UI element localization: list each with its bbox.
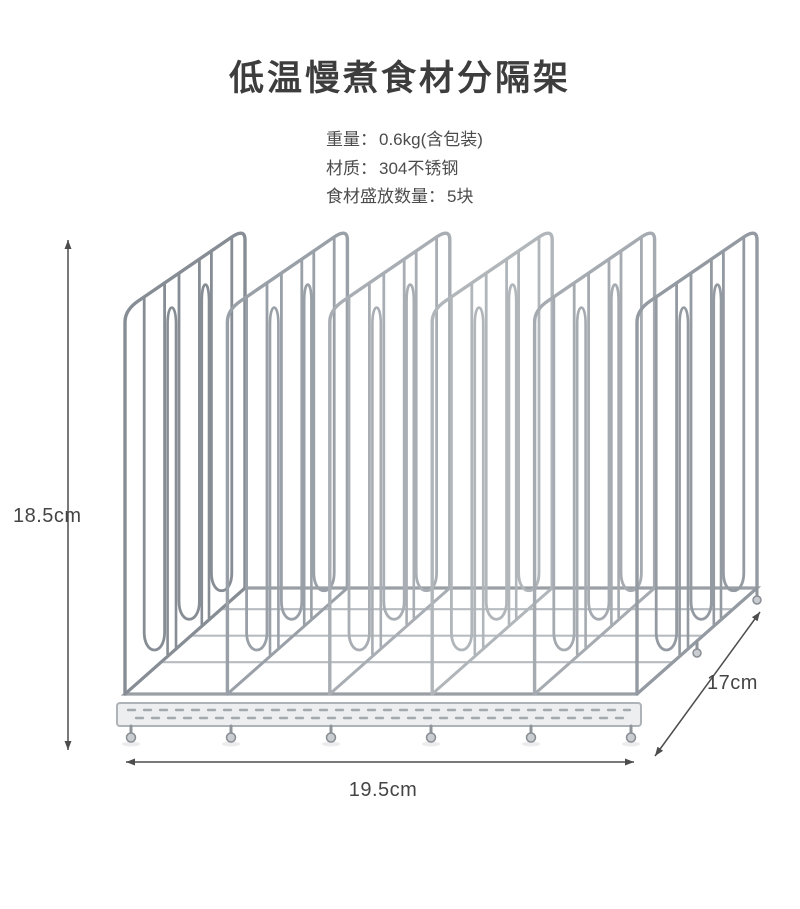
divider-panel — [635, 231, 759, 696]
spec-value-capacity: 5块 — [447, 187, 474, 206]
spec-value-weight: 0.6kg(含包装) — [379, 130, 483, 149]
spec-row-weight: 重量：0.6kg(含包装) — [326, 126, 483, 155]
spec-list: 重量：0.6kg(含包装) 材质：304不锈钢 食材盛放数量：5块 — [326, 126, 483, 212]
spec-label-weight: 重量： — [326, 130, 377, 149]
height-dimension-label: 18.5cm — [13, 505, 82, 527]
divider-panel — [123, 231, 247, 696]
rack-illustration — [116, 231, 762, 747]
divider-panel — [430, 231, 554, 696]
divider-panel — [328, 231, 452, 696]
page-title: 低温慢煮食材分隔架 — [228, 59, 571, 98]
spec-label-material: 材质： — [326, 158, 377, 178]
spec-value-material: 304不锈钢 — [379, 158, 459, 178]
depth-dimension-line — [654, 611, 761, 757]
divider-panel — [225, 231, 350, 696]
spec-row-material: 材质：304不锈钢 — [326, 155, 483, 184]
depth-dimension-label: 17cm — [707, 672, 758, 694]
spec-label-capacity: 食材盛放数量： — [326, 187, 445, 206]
spec-row-capacity: 食材盛放数量：5块 — [326, 183, 483, 212]
dimension-lines — [64, 240, 761, 766]
width-dimension-label: 19.5cm — [348, 779, 418, 801]
front-strip — [116, 702, 642, 727]
divider-panel — [532, 231, 657, 696]
